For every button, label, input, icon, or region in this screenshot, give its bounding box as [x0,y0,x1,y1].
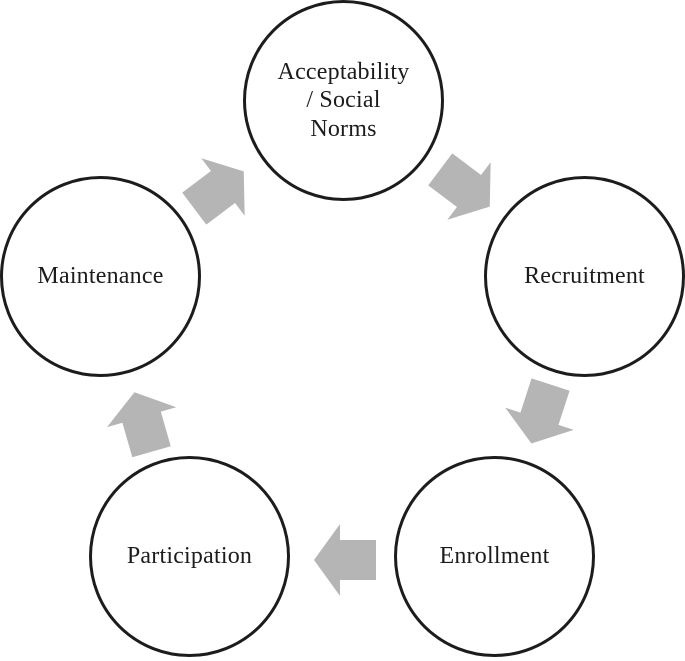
node-maintenance-label: Maintenance [37,263,164,290]
arrow-acceptability-to-recruitment-icon [428,153,491,220]
node-maintenance: Maintenance [0,176,201,377]
arrow-enrollment-to-participation-icon [314,524,376,596]
node-enrollment: Enrollment [394,456,595,657]
arrow-maintenance-to-acceptability-icon [182,158,245,225]
node-acceptability-label: Acceptability / Social Norms [277,59,410,142]
arrow-recruitment-to-enrollment-icon [505,378,574,444]
node-enrollment-label: Enrollment [439,543,550,570]
node-participation-label: Participation [126,543,253,570]
node-recruitment-label: Recruitment [524,263,645,290]
node-participation: Participation [89,456,290,657]
node-acceptability: Acceptability / Social Norms [243,0,444,201]
arrow-participation-to-maintenance-icon [107,392,177,458]
node-recruitment: Recruitment [484,176,685,377]
